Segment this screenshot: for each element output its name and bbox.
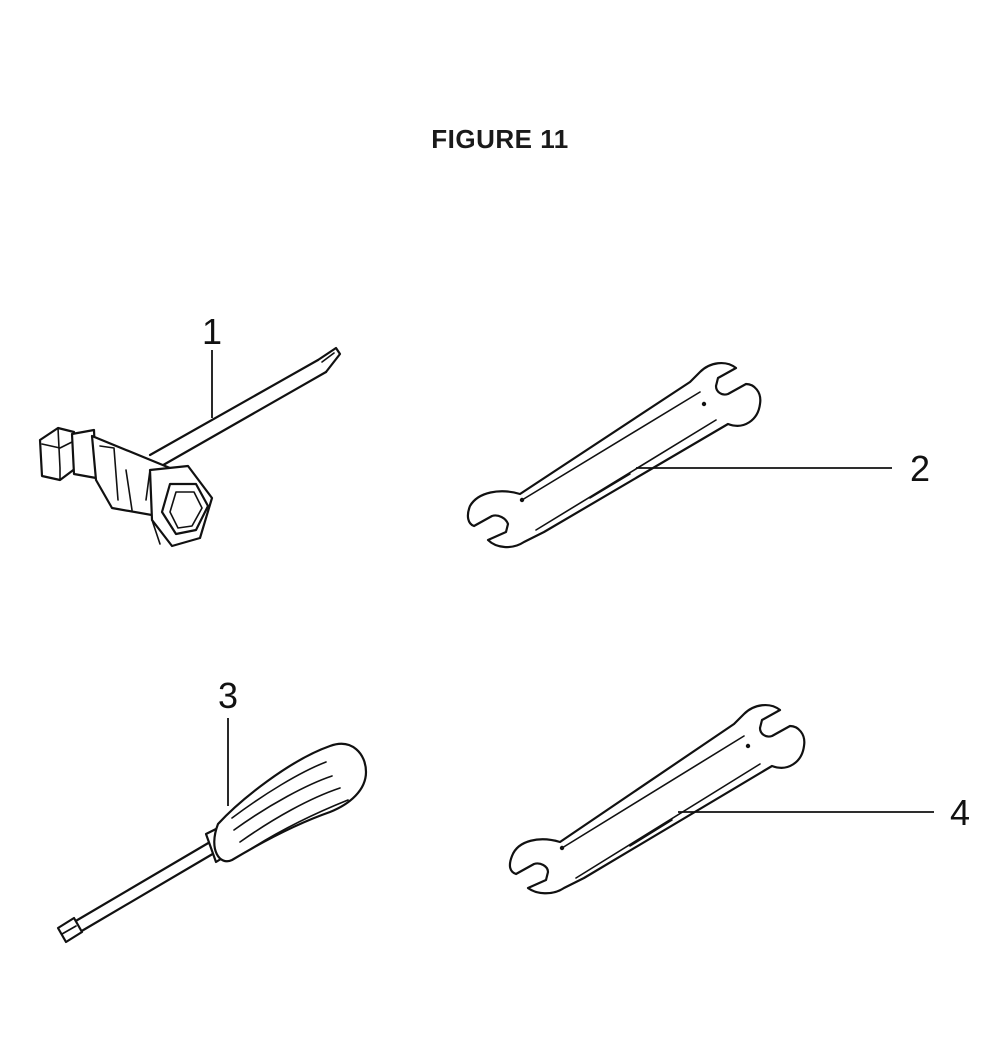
callout-2: 2	[910, 448, 930, 489]
part-1-plug-wrench	[38, 346, 342, 548]
figure-title: FIGURE 11	[431, 124, 569, 154]
callout-4: 4	[950, 792, 970, 833]
callout-3: 3	[218, 675, 238, 716]
part-3-screwdriver	[56, 742, 368, 944]
part-4-open-end-wrench	[508, 704, 806, 895]
callout-1: 1	[202, 311, 222, 352]
part-2-open-end-wrench	[466, 362, 762, 549]
